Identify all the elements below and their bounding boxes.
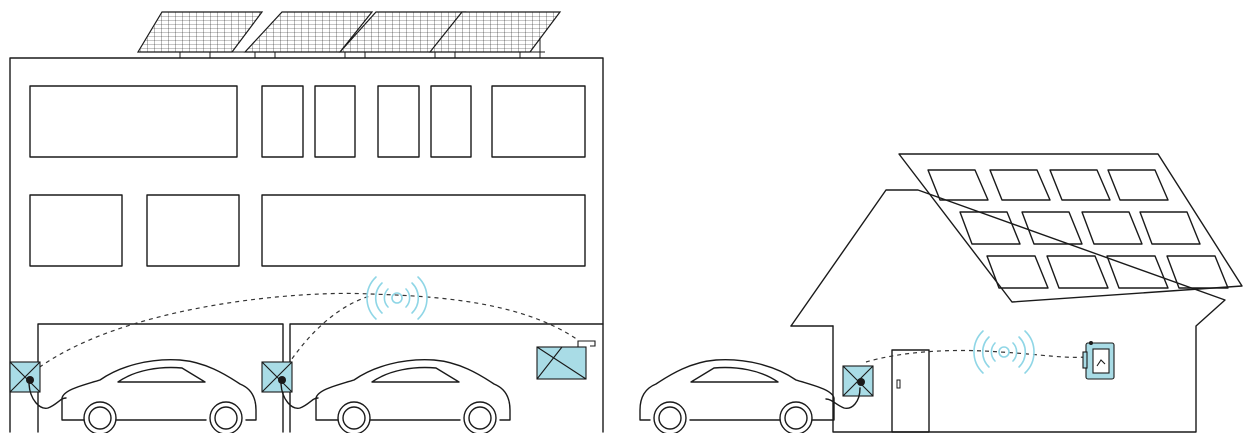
wallbox-charger-icon <box>9 361 41 393</box>
wireless-signal-icon <box>366 276 428 320</box>
electric-car <box>639 358 835 433</box>
solar-panel <box>1049 169 1111 201</box>
solar-panel <box>428 11 562 53</box>
solar-panel <box>1081 211 1143 245</box>
roof-solar-panels <box>927 169 1229 289</box>
data-link <box>32 292 579 373</box>
solar-panel <box>986 255 1049 289</box>
window <box>29 194 123 267</box>
window <box>377 85 420 158</box>
wallbox-charger-icon <box>261 361 293 393</box>
commercial-building <box>9 11 604 433</box>
window <box>261 85 304 158</box>
electric-car <box>61 358 257 433</box>
solar-panel <box>1046 255 1109 289</box>
house-door <box>891 349 930 433</box>
solar-panel <box>989 169 1051 201</box>
window <box>146 194 240 267</box>
solar-panel <box>1139 211 1201 245</box>
charging-cable <box>825 387 861 409</box>
solar-panel <box>136 11 264 53</box>
window <box>491 85 586 158</box>
window <box>430 85 472 158</box>
solar-panel <box>338 11 467 53</box>
building-outline <box>9 57 604 433</box>
garage-bay <box>289 323 604 433</box>
charging-cable <box>280 383 319 409</box>
solar-panel <box>1107 169 1169 201</box>
data-link <box>282 295 371 373</box>
solar-panel <box>927 169 989 201</box>
inverter-icon <box>1082 341 1115 380</box>
wallbox-charger-icon <box>842 365 874 397</box>
wireless-signal-icon <box>973 330 1035 374</box>
window <box>29 85 238 158</box>
roof-solar-board <box>898 153 1243 303</box>
garage-bay <box>37 323 284 433</box>
solar-panel <box>243 11 374 53</box>
rooftop-solar-array <box>136 11 562 58</box>
load-controller-icon <box>536 340 596 380</box>
electric-car <box>315 358 511 433</box>
house-outline <box>790 189 1226 433</box>
solar-panel <box>1021 211 1083 245</box>
solar-panel <box>959 211 1021 245</box>
solar-panel <box>1106 255 1169 289</box>
solar-panel <box>1166 255 1229 289</box>
window <box>314 85 356 158</box>
window <box>261 194 586 267</box>
data-link <box>865 349 1095 363</box>
residential-house <box>790 153 1243 433</box>
